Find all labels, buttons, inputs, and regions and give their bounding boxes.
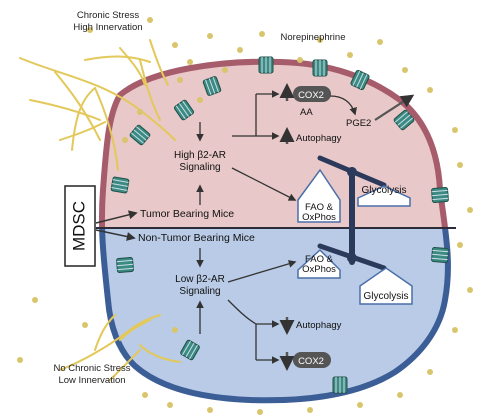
glycolysis-bottom-label: Glycolysis xyxy=(363,291,408,302)
arrow-low-to-fao xyxy=(227,260,297,283)
label-aa: AA xyxy=(300,107,313,118)
arrow-high-to-fao xyxy=(231,167,297,201)
glycolysis-top-label: Glycolysis xyxy=(361,185,406,196)
mdsc-box: MDSC xyxy=(64,185,96,267)
label-low-innervation: Low Innervation xyxy=(58,375,125,386)
balance-scale xyxy=(317,155,387,271)
label-high-innervation: High Innervation xyxy=(73,22,142,33)
cox2-bottom-pill: COX2 xyxy=(293,352,331,368)
pan-fao-bottom: FAO & OxPhos xyxy=(297,248,341,279)
label-low-signal-1: Low β2-AR xyxy=(175,274,225,285)
label-chronic-stress: Chronic Stress xyxy=(77,10,140,21)
beta2-receptors xyxy=(110,56,449,394)
label-pge2: PGE2 xyxy=(346,118,371,129)
label-autophagy-bottom: Autophagy xyxy=(296,320,342,331)
arrow-cox2-to-pge2 xyxy=(329,95,357,116)
nerve-fibers-top xyxy=(19,39,176,171)
label-tumor-bearing: Tumor Bearing Mice xyxy=(140,208,234,220)
arrow-mdsc-tumor xyxy=(95,210,138,224)
cox2-top-label: COX2 xyxy=(298,90,324,101)
fao-top-line1: FAO & xyxy=(305,202,334,213)
pan-glycolysis-top: Glycolysis xyxy=(357,185,411,207)
fao-bottom-line1: FAO & xyxy=(305,254,334,265)
bracket-bottom-curve xyxy=(227,299,257,325)
arrow-mdsc-non-tumor xyxy=(95,229,136,241)
label-non-tumor-bearing: Non-Tumor Bearing Mice xyxy=(138,232,255,244)
fao-top-line2: OxPhos xyxy=(302,212,336,223)
arrow-pge2-out xyxy=(374,94,415,121)
cox2-top-pill: COX2 xyxy=(293,86,331,102)
label-high-signal-1: High β2-AR xyxy=(174,150,226,161)
label-low-signal-2: Signaling xyxy=(179,286,220,297)
pan-fao-top: FAO & OxPhos xyxy=(297,168,341,223)
cox2-bottom-label: COX2 xyxy=(298,356,324,367)
nerve-fibers-bottom xyxy=(59,314,181,381)
label-high-signal-2: Signaling xyxy=(179,162,220,173)
fao-bottom-line2: OxPhos xyxy=(302,264,336,275)
norepinephrine-dots xyxy=(17,17,473,415)
mdsc-label: MDSC xyxy=(69,201,88,251)
label-autophagy-top: Autophagy xyxy=(296,133,342,144)
label-norepinephrine: Norepinephrine xyxy=(281,32,346,43)
pan-glycolysis-bottom: Glycolysis xyxy=(359,267,413,305)
label-no-chronic-stress: No Chronic Stress xyxy=(53,363,130,374)
